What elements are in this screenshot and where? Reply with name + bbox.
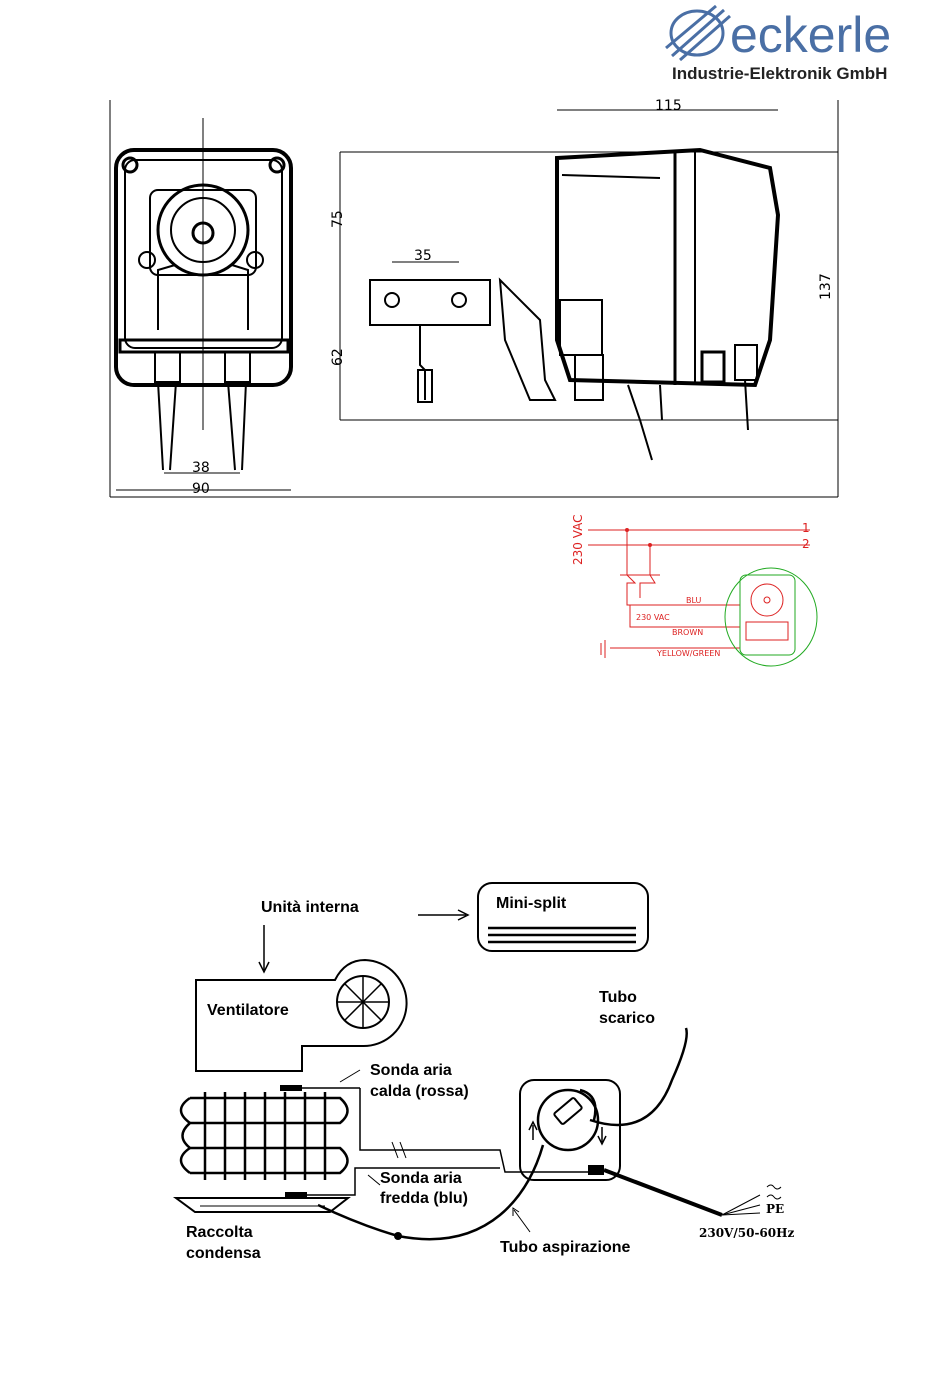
logo-wordmark: eckerle xyxy=(730,7,891,63)
cold-probe-label-2: fredda (blu) xyxy=(380,1190,468,1207)
tray-label-1: Raccolta xyxy=(186,1224,253,1241)
evaporator-coil xyxy=(181,1092,348,1180)
indoor-unit-label: Unità interna xyxy=(261,899,359,916)
warm-probe-label-1: Sonda aria xyxy=(370,1062,452,1079)
logo-subtitle: Industrie-Elektronik GmbH xyxy=(672,64,887,83)
pump-side-view: 35 115 75 62 137 xyxy=(330,98,838,460)
drain-tube-label-1: Tubo xyxy=(599,989,637,1006)
ac-symbol-icon xyxy=(767,1185,781,1199)
wire-blue-label: BLU xyxy=(686,596,702,605)
power-label: 230V/50-60Hz xyxy=(699,1226,794,1240)
dim-upper-height: 75 xyxy=(330,210,346,228)
installation-diagram: Unità interna Mini-split Ventilatore xyxy=(176,883,794,1262)
wire-brown-label: BROWN xyxy=(672,628,703,637)
drain-tube-label-2: scarico xyxy=(599,1010,655,1027)
wire-ground-label: YELLOW/GREEN xyxy=(656,649,720,658)
mini-split-unit: Mini-split xyxy=(478,883,648,951)
warm-probe-label-2: calda (rossa) xyxy=(370,1083,469,1100)
pump-wiring-icon xyxy=(725,568,817,666)
dim-front-inner: 38 xyxy=(192,460,210,476)
pump-front-view: 38 90 xyxy=(116,118,291,497)
line-1-label: 1 xyxy=(802,521,810,535)
dim-side-height: 137 xyxy=(818,273,834,300)
mini-split-label: Mini-split xyxy=(496,895,567,912)
line-2-label: 2 xyxy=(802,537,810,551)
dim-front-width: 90 xyxy=(192,481,210,497)
logo-mark-icon xyxy=(666,6,730,60)
dim-side-width: 115 xyxy=(655,98,682,114)
dim-lower-height: 62 xyxy=(330,348,346,366)
wiring-diagram: 230 VAC 1 2 BLU 230 VAC BROWN YELLOW/GRE… xyxy=(571,514,817,666)
wire-voltage-label: 230 VAC xyxy=(636,613,670,622)
fan-unit: Ventilatore xyxy=(196,960,407,1071)
tray-label-2: condensa xyxy=(186,1245,261,1262)
suction-tube-label: Tubo aspirazione xyxy=(500,1239,630,1256)
company-logo: eckerle Industrie-Elektronik GmbH xyxy=(666,6,891,83)
fan-label: Ventilatore xyxy=(207,1002,289,1019)
condensate-tray xyxy=(176,1198,348,1212)
dim-bracket-spacing: 35 xyxy=(414,248,432,264)
supply-voltage-label: 230 VAC xyxy=(571,514,585,565)
dimension-drawing: 38 90 35 115 xyxy=(110,98,838,497)
pe-label: PE xyxy=(766,1202,784,1216)
cold-probe-label-1: Sonda aria xyxy=(380,1170,462,1187)
